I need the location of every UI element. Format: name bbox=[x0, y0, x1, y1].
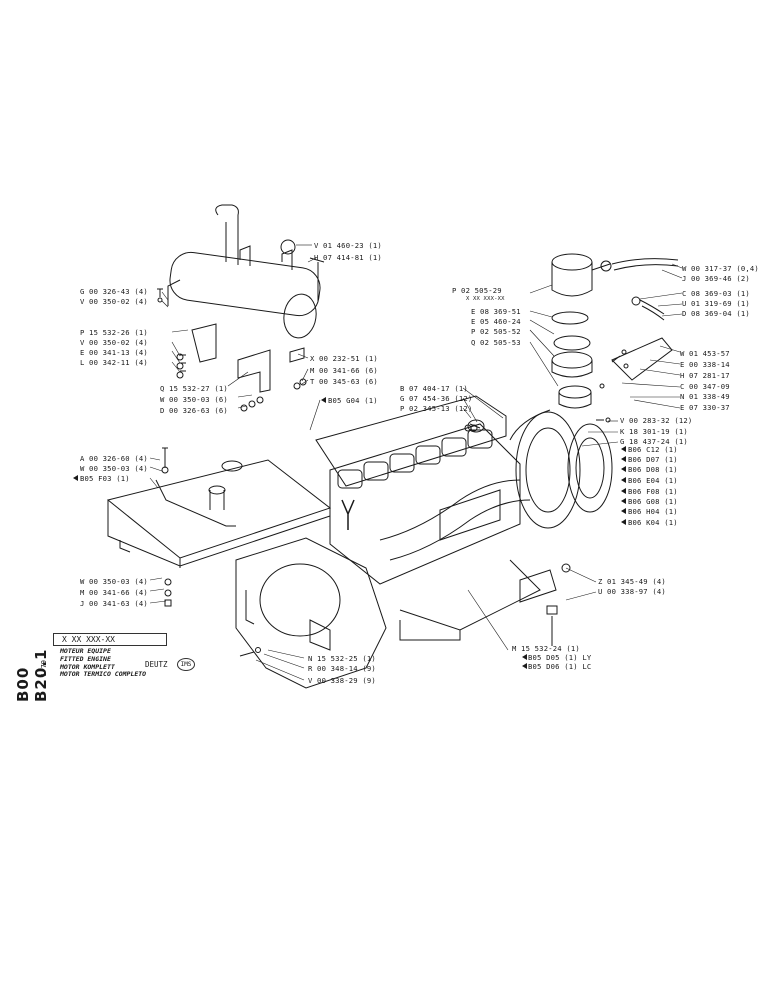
part-label-p02-345-13: P 02 345-13 (12) bbox=[400, 404, 473, 413]
cylinder-heads bbox=[337, 429, 493, 489]
air-filter-stack bbox=[551, 253, 611, 409]
part-label-d00-326-63: D 00 326-63 (6) bbox=[160, 406, 228, 415]
part-label-g18-437-24: G 18 437-24 (1) bbox=[620, 437, 688, 446]
part-label-w00-350-03a: W 00 350-03 (6) bbox=[160, 395, 228, 404]
part-label-b06-k04: B06 K04 (1) bbox=[628, 518, 678, 527]
part-label-b07-404-17: B 07 404-17 (1) bbox=[400, 384, 468, 393]
part-label-l00-342-11: L 00 342-11 (4) bbox=[80, 358, 148, 367]
part-label-b05-d05: B05 D05 (1) LY bbox=[528, 653, 592, 662]
part-label-v00-350-02a: V 00 350-02 (4) bbox=[80, 297, 148, 306]
page-code: B00 B20.1 bbox=[14, 648, 50, 702]
date-code: 1-79 bbox=[40, 660, 48, 677]
part-label-a00-326-60: A 00 326-60 (4) bbox=[80, 454, 148, 463]
part-label-w00-317-37: W 00 317-37 (0,4) bbox=[682, 264, 759, 273]
part-label-p15-532-26: P 15 532-26 (1) bbox=[80, 328, 148, 337]
part-label-r00-348-14: R 00 348-14 (9) bbox=[308, 664, 376, 673]
part-label-e00-338-14: E 00 338-14 bbox=[680, 360, 730, 369]
title-lines: MOTEUR EQUIPE FITTED ENGINE MOTOR KOMPLE… bbox=[60, 647, 147, 679]
exhaust-muffler bbox=[167, 204, 325, 339]
part-label-h07-281-17: H 07 281-17 bbox=[680, 371, 730, 380]
part-label-j00-369-46: J 00 369-46 (2) bbox=[682, 274, 750, 283]
ims-logo-badge: IMS bbox=[177, 658, 195, 671]
part-label-v01-460-23: V 01 460-23 (1) bbox=[314, 241, 382, 250]
bolts-nuts bbox=[157, 288, 629, 657]
part-label-p02-505-52: P 02 505-52 bbox=[471, 327, 521, 336]
part-label-d08-369-04: D 08 369-04 (1) bbox=[682, 309, 750, 318]
part-label-k18-301-19: K 18 301-19 (1) bbox=[620, 427, 688, 436]
part-label-c08-369-03: C 08 369-03 (1) bbox=[682, 289, 750, 298]
part-label-q02-505-53: Q 02 505-53 bbox=[471, 338, 521, 347]
part-label-n15-532-25: N 15 532-25 (1) bbox=[308, 654, 376, 663]
part-label-h07-414-81: H 07 414-81 (1) bbox=[314, 253, 382, 262]
part-label-g07-454-36: G 07 454-36 (12) bbox=[400, 394, 473, 403]
filter-bracket bbox=[611, 337, 673, 381]
part-label-b06-d08: B06 D08 (1) bbox=[628, 465, 678, 474]
engine-mount bbox=[519, 569, 558, 646]
part-label-q15-532-27: Q 15 532-27 (1) bbox=[160, 384, 228, 393]
title-box: X XX XXX-XX bbox=[53, 633, 167, 646]
part-label-m15-532-24: M 15 532-24 (1) bbox=[512, 644, 580, 653]
part-label-g00-326-43: G 00 326-43 (4) bbox=[80, 287, 148, 296]
part-label-b06-e04: B06 E04 (1) bbox=[628, 476, 678, 485]
title-en: FITTED ENGINE bbox=[60, 654, 111, 663]
part-label-b05-f03: B05 F03 (1) bbox=[80, 474, 130, 483]
muffler-brackets bbox=[180, 323, 305, 393]
part-label-b05-g04: B05 G04 (1) bbox=[328, 396, 378, 405]
part-label-e08-369-51: E 08 369-51 bbox=[471, 307, 521, 316]
part-label-e07-330-37: E 07 330-37 bbox=[680, 403, 730, 412]
part-label-c00-347-09: C 00 347-09 bbox=[680, 382, 730, 391]
part-label-u00-338-97: U 00 338-97 (4) bbox=[598, 587, 666, 596]
flywheel-housing bbox=[235, 537, 387, 689]
part-label-b06-c12: B06 C12 (1) bbox=[628, 445, 678, 454]
part-label-b06-d07: B06 D07 (1) bbox=[628, 455, 678, 464]
part-label-n01-338-49: N 01 338-49 bbox=[680, 392, 730, 401]
hoses bbox=[600, 258, 679, 321]
part-label-b06-g08: B06 G08 (1) bbox=[628, 497, 678, 506]
part-label-w00-350-03c: W 00 350-03 (4) bbox=[80, 577, 148, 586]
part-label-b06-f08: B06 F08 (1) bbox=[628, 487, 678, 496]
part-label-z01-345-49: Z 01 345-49 (4) bbox=[598, 577, 666, 586]
title-it: MOTOR TERMICO COMPLETO bbox=[60, 670, 147, 679]
part-label-p02-505-29: P 02 505-29 bbox=[452, 286, 502, 295]
part-label-b05-d06: B05 D06 (1) LC bbox=[528, 662, 592, 671]
part-label-v00-283-32: V 00 283-32 (12) bbox=[620, 416, 693, 425]
part-label-m00-341-66a: M 00 341-66 (6) bbox=[310, 366, 378, 375]
part-label-t00-345-63: T 00 345-63 (6) bbox=[310, 377, 378, 386]
leader-lines bbox=[149, 244, 683, 681]
part-label-e00-341-13: E 00 341-13 (4) bbox=[80, 348, 148, 357]
part-label-x00-232-51: X 00 232-51 (1) bbox=[310, 354, 378, 363]
part-label-j00-341-63: J 00 341-63 (4) bbox=[80, 599, 148, 608]
fuel-tank bbox=[106, 459, 332, 568]
part-label-w00-350-03b: W 00 350-03 (4) bbox=[80, 464, 148, 473]
part-label-u01-319-69: U 01 319-69 (1) bbox=[682, 299, 750, 308]
engine-block bbox=[315, 395, 541, 641]
brand-name: DEUTZ bbox=[145, 660, 168, 669]
part-label-b06-h04: B06 H04 (1) bbox=[628, 507, 678, 516]
part-label-v00-350-02b: V 00 350-02 (4) bbox=[80, 338, 148, 347]
part-label-w01-453-57: W 01 453-57 bbox=[680, 349, 730, 358]
part-label-p02-sub: X XX XXX-XX bbox=[466, 296, 505, 302]
group-arrows bbox=[73, 397, 626, 669]
part-label-m00-341-66b: M 00 341-66 (4) bbox=[80, 588, 148, 597]
title-fr: MOTEUR EQUIPE bbox=[60, 647, 111, 655]
part-label-e05-460-24: E 05 460-24 bbox=[471, 317, 521, 326]
title-de: MOTOR KOMPLETT bbox=[60, 662, 115, 671]
part-label-v00-338-29: V 00 338-29 (9) bbox=[308, 676, 376, 685]
fan-shroud bbox=[467, 409, 613, 529]
